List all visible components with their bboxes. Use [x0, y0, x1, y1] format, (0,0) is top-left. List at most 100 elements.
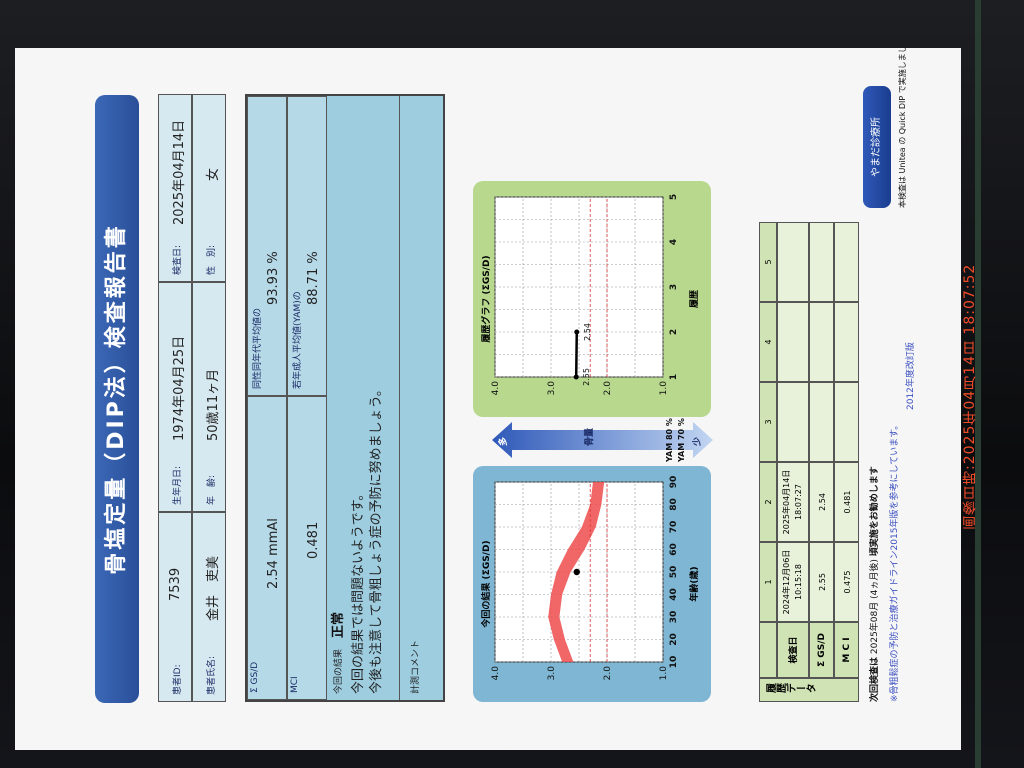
x-tick-label: 20: [669, 633, 679, 646]
next-exam-text: 頃実施をお勧めします: [870, 466, 880, 557]
history-series-line: [574, 331, 579, 378]
history-chart-series: 2.552.54: [573, 323, 592, 386]
next-exam: 次回検査は 2025年08月 (4ヵ月後) 頃実施をお勧めします: [867, 222, 880, 702]
sex-label: 性 別:: [207, 244, 217, 275]
sex-cell: 性 別: 女: [192, 94, 226, 282]
x-tick-label: 10: [669, 656, 679, 669]
age-cell: 年 齢: 50歳11ヶ月: [192, 282, 226, 512]
clinic-button[interactable]: やまだ診療所: [863, 86, 891, 208]
history-mci-cell: [834, 222, 859, 302]
result-comment: 今回の結果 正常 今回の結果では問題ないようです。 今後も注意して骨粗しょう症の…: [327, 96, 399, 700]
name-label: 患者氏名:: [207, 655, 217, 695]
sgs-label: Σ GS/D: [250, 661, 260, 693]
history-row-label: Σ GS/D: [809, 622, 834, 678]
same-age-label: 同性同年代平均値の: [253, 307, 263, 389]
history-chart-x-ticks: 1 2 3 4 5: [669, 194, 679, 380]
history-date-cell: [777, 222, 809, 302]
report-title: 骨塩定量（DIP法）検査報告書: [95, 95, 139, 703]
patient-info: 患者ID: 7539 生年月日: 1974年04月25日 検査日: 2025年0…: [158, 94, 226, 702]
y-tick-label: 1.0: [659, 666, 669, 681]
history-chart-yam-lines: [589, 197, 608, 377]
x-tick-label: 1: [669, 374, 679, 380]
sgs-cell: Σ GS/D 2.54 mmAl: [247, 396, 287, 700]
doctor-comment-label: 計測コメント: [411, 639, 421, 694]
current-chart-points: [573, 568, 580, 576]
current-chart-xlabel: 年齢(歳): [690, 566, 700, 602]
screen-edge: [975, 0, 981, 768]
results-block: Σ GS/D 2.54 mmAl 同性同年代平均値の 93.93 % MCI 0…: [245, 94, 445, 702]
history-sgs-cell: 2.55: [809, 542, 834, 622]
history-side-label: 履歴データ: [759, 678, 859, 702]
ref-note: 2012年度改訂版: [906, 342, 916, 410]
history-mci-cell: 0.475: [834, 542, 859, 622]
age-label: 年 齢:: [207, 474, 217, 505]
y-tick-label: 4.0: [491, 381, 501, 396]
y-tick-label: 1.0: [659, 381, 669, 396]
history-sgs-cell: [809, 222, 834, 302]
history-side-text: 履歴データ: [766, 684, 816, 696]
y-tick-label: 4.0: [491, 666, 501, 681]
scale-bottom-label: 少: [693, 436, 703, 446]
x-tick-label: 70: [669, 521, 679, 534]
yam70-label: YAM 70 %: [677, 418, 686, 462]
next-exam-label: 次回検査は: [870, 656, 880, 702]
dob: 1974年04月25日: [172, 335, 187, 441]
x-tick-label: 90: [669, 476, 679, 489]
x-tick-label: 5: [669, 194, 679, 200]
y-tick-label: 3.0: [547, 666, 557, 681]
yam80-label: YAM 80 %: [665, 418, 674, 462]
history-col-header: 5: [759, 222, 777, 302]
history-date-cell: [777, 382, 809, 462]
patient-id-cell: 患者ID: 7539: [158, 512, 192, 702]
x-tick-label: 4: [669, 239, 679, 245]
history-row-label: M C I: [834, 622, 859, 678]
photo-timestamp: 画像日時:2025年04月14日 18:07:52: [962, 263, 978, 530]
history-col-header: 4: [759, 302, 777, 382]
history-sgs-cell: 2.54: [809, 462, 834, 542]
report-page: 骨塩定量（DIP法）検査報告書 患者ID: 7539 生年月日: 1974年04…: [15, 48, 961, 750]
history-point: [574, 329, 580, 335]
patient-id: 7539: [168, 567, 183, 601]
mci-value: 0.481: [306, 521, 321, 559]
exam-date: 2025年04月14日: [172, 119, 187, 225]
x-tick-label: 2: [669, 329, 679, 335]
history-chart-xlabel: 履歴: [690, 290, 700, 309]
result-label: 今回の結果: [334, 648, 344, 694]
history-sgs-cell: [809, 302, 834, 382]
history-mci-cell: [834, 382, 859, 462]
mci-label: MCI: [290, 676, 300, 693]
mci-cell: MCI 0.481: [287, 396, 327, 700]
device-note: 本検査は Unitea の Quick DIP で実施しました: [898, 48, 907, 208]
x-tick-label: 50: [669, 566, 679, 579]
history-sgs-cell: [809, 382, 834, 462]
scale-top-label: 多: [499, 436, 509, 446]
doctor-comment: 計測コメント: [399, 96, 444, 700]
name-cell: 患者氏名: 金井 吏美: [192, 512, 226, 702]
same-age-value: 93.93 %: [266, 251, 281, 305]
result-value: 正常: [331, 611, 346, 638]
x-tick-label: 40: [669, 588, 679, 601]
x-tick-label: 3: [669, 284, 679, 290]
x-tick-label: 80: [669, 498, 679, 511]
yam-cell: 若年成人平均値(YAM)の 88.71 %: [287, 96, 327, 396]
exam-date-label: 検査日:: [173, 244, 183, 275]
history-col-header: 2: [759, 462, 777, 542]
yam-value: 88.71 %: [306, 251, 321, 305]
history-date-cell: [777, 302, 809, 382]
dob-cell: 生年月日: 1974年04月25日: [158, 282, 192, 512]
x-tick-label: 60: [669, 543, 679, 556]
history-point-label: 2.55: [582, 368, 591, 386]
guideline-note: ※骨粗鬆症の予防と治療ガイドライン2015年版を参考にしています。: [890, 420, 900, 702]
patient-id-label: 患者ID:: [173, 664, 183, 695]
y-tick-label: 2.0: [603, 666, 613, 681]
current-chart-y-ticks: 4.0 3.0 2.0 1.0: [491, 666, 669, 681]
current-result-point: [573, 568, 580, 576]
current-chart-yam-lines: [589, 482, 608, 662]
